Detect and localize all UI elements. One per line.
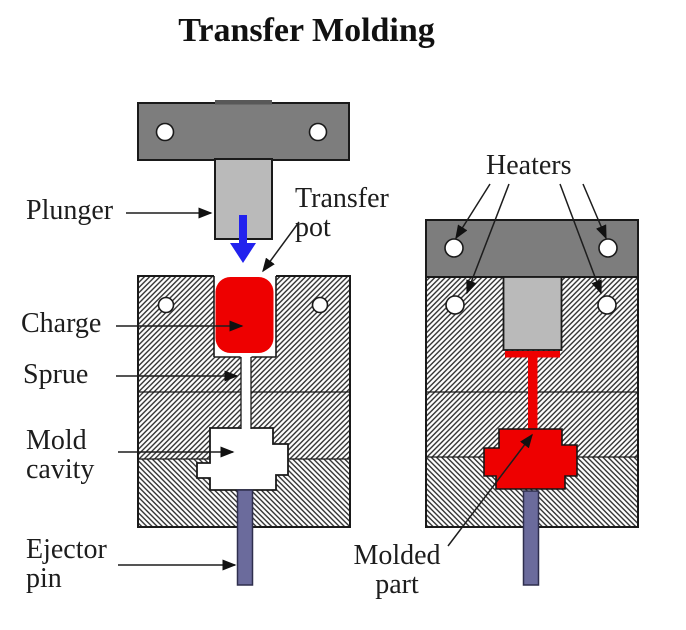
heaters-arrow-plate-right xyxy=(582,183,607,240)
heater-hole-plate-right xyxy=(598,238,618,258)
molded-part-shape xyxy=(483,428,578,490)
residual-charge-strip xyxy=(505,351,560,358)
sprue-channel-walls xyxy=(240,357,252,429)
left-view xyxy=(116,100,351,586)
heater-hole-mold-left xyxy=(445,295,465,315)
filled-sprue-shape xyxy=(528,356,538,432)
ejector-pin-shape xyxy=(236,489,254,586)
mold-cavity-label: Mold cavity xyxy=(26,425,95,485)
heater-hole-plate-left xyxy=(444,238,464,258)
left-plate-bolt-hole-left xyxy=(155,122,175,142)
heaters-arrow-mold-right xyxy=(559,183,602,295)
press-down-arrow-icon xyxy=(230,215,256,263)
charge-label: Charge xyxy=(21,308,102,339)
left-plate-bolt-hole-right xyxy=(308,122,328,142)
heaters-label: Heaters xyxy=(486,150,572,181)
transfer-pot-arrow xyxy=(262,221,300,273)
ejector-pin-label: Ejector pin xyxy=(26,534,107,594)
heaters-arrow-plate-left xyxy=(455,183,491,240)
diagram-title: Transfer Molding xyxy=(178,12,435,49)
plunger-label: Plunger xyxy=(26,195,114,226)
molded-part-arrow xyxy=(447,433,533,547)
left-mold-hole-left xyxy=(157,296,175,314)
sprue-channel xyxy=(240,355,252,430)
heater-hole-mold-right xyxy=(597,295,617,315)
charge-shape xyxy=(215,277,274,353)
transfer-pot-label: Transfer pot xyxy=(295,183,389,243)
left-mold-hole-right xyxy=(311,296,329,314)
mold-cavity-shape xyxy=(196,427,289,491)
right-view xyxy=(425,183,639,586)
sprue-label: Sprue xyxy=(23,359,89,390)
right-ejector-pin-shape xyxy=(522,490,540,586)
plunger-rod-top xyxy=(215,100,272,105)
heaters-arrow-mold-left xyxy=(466,183,510,295)
right-plunger-stem xyxy=(502,276,563,351)
molded-part-label: Molded part xyxy=(353,540,441,600)
transfer-pot-walls xyxy=(213,276,277,358)
